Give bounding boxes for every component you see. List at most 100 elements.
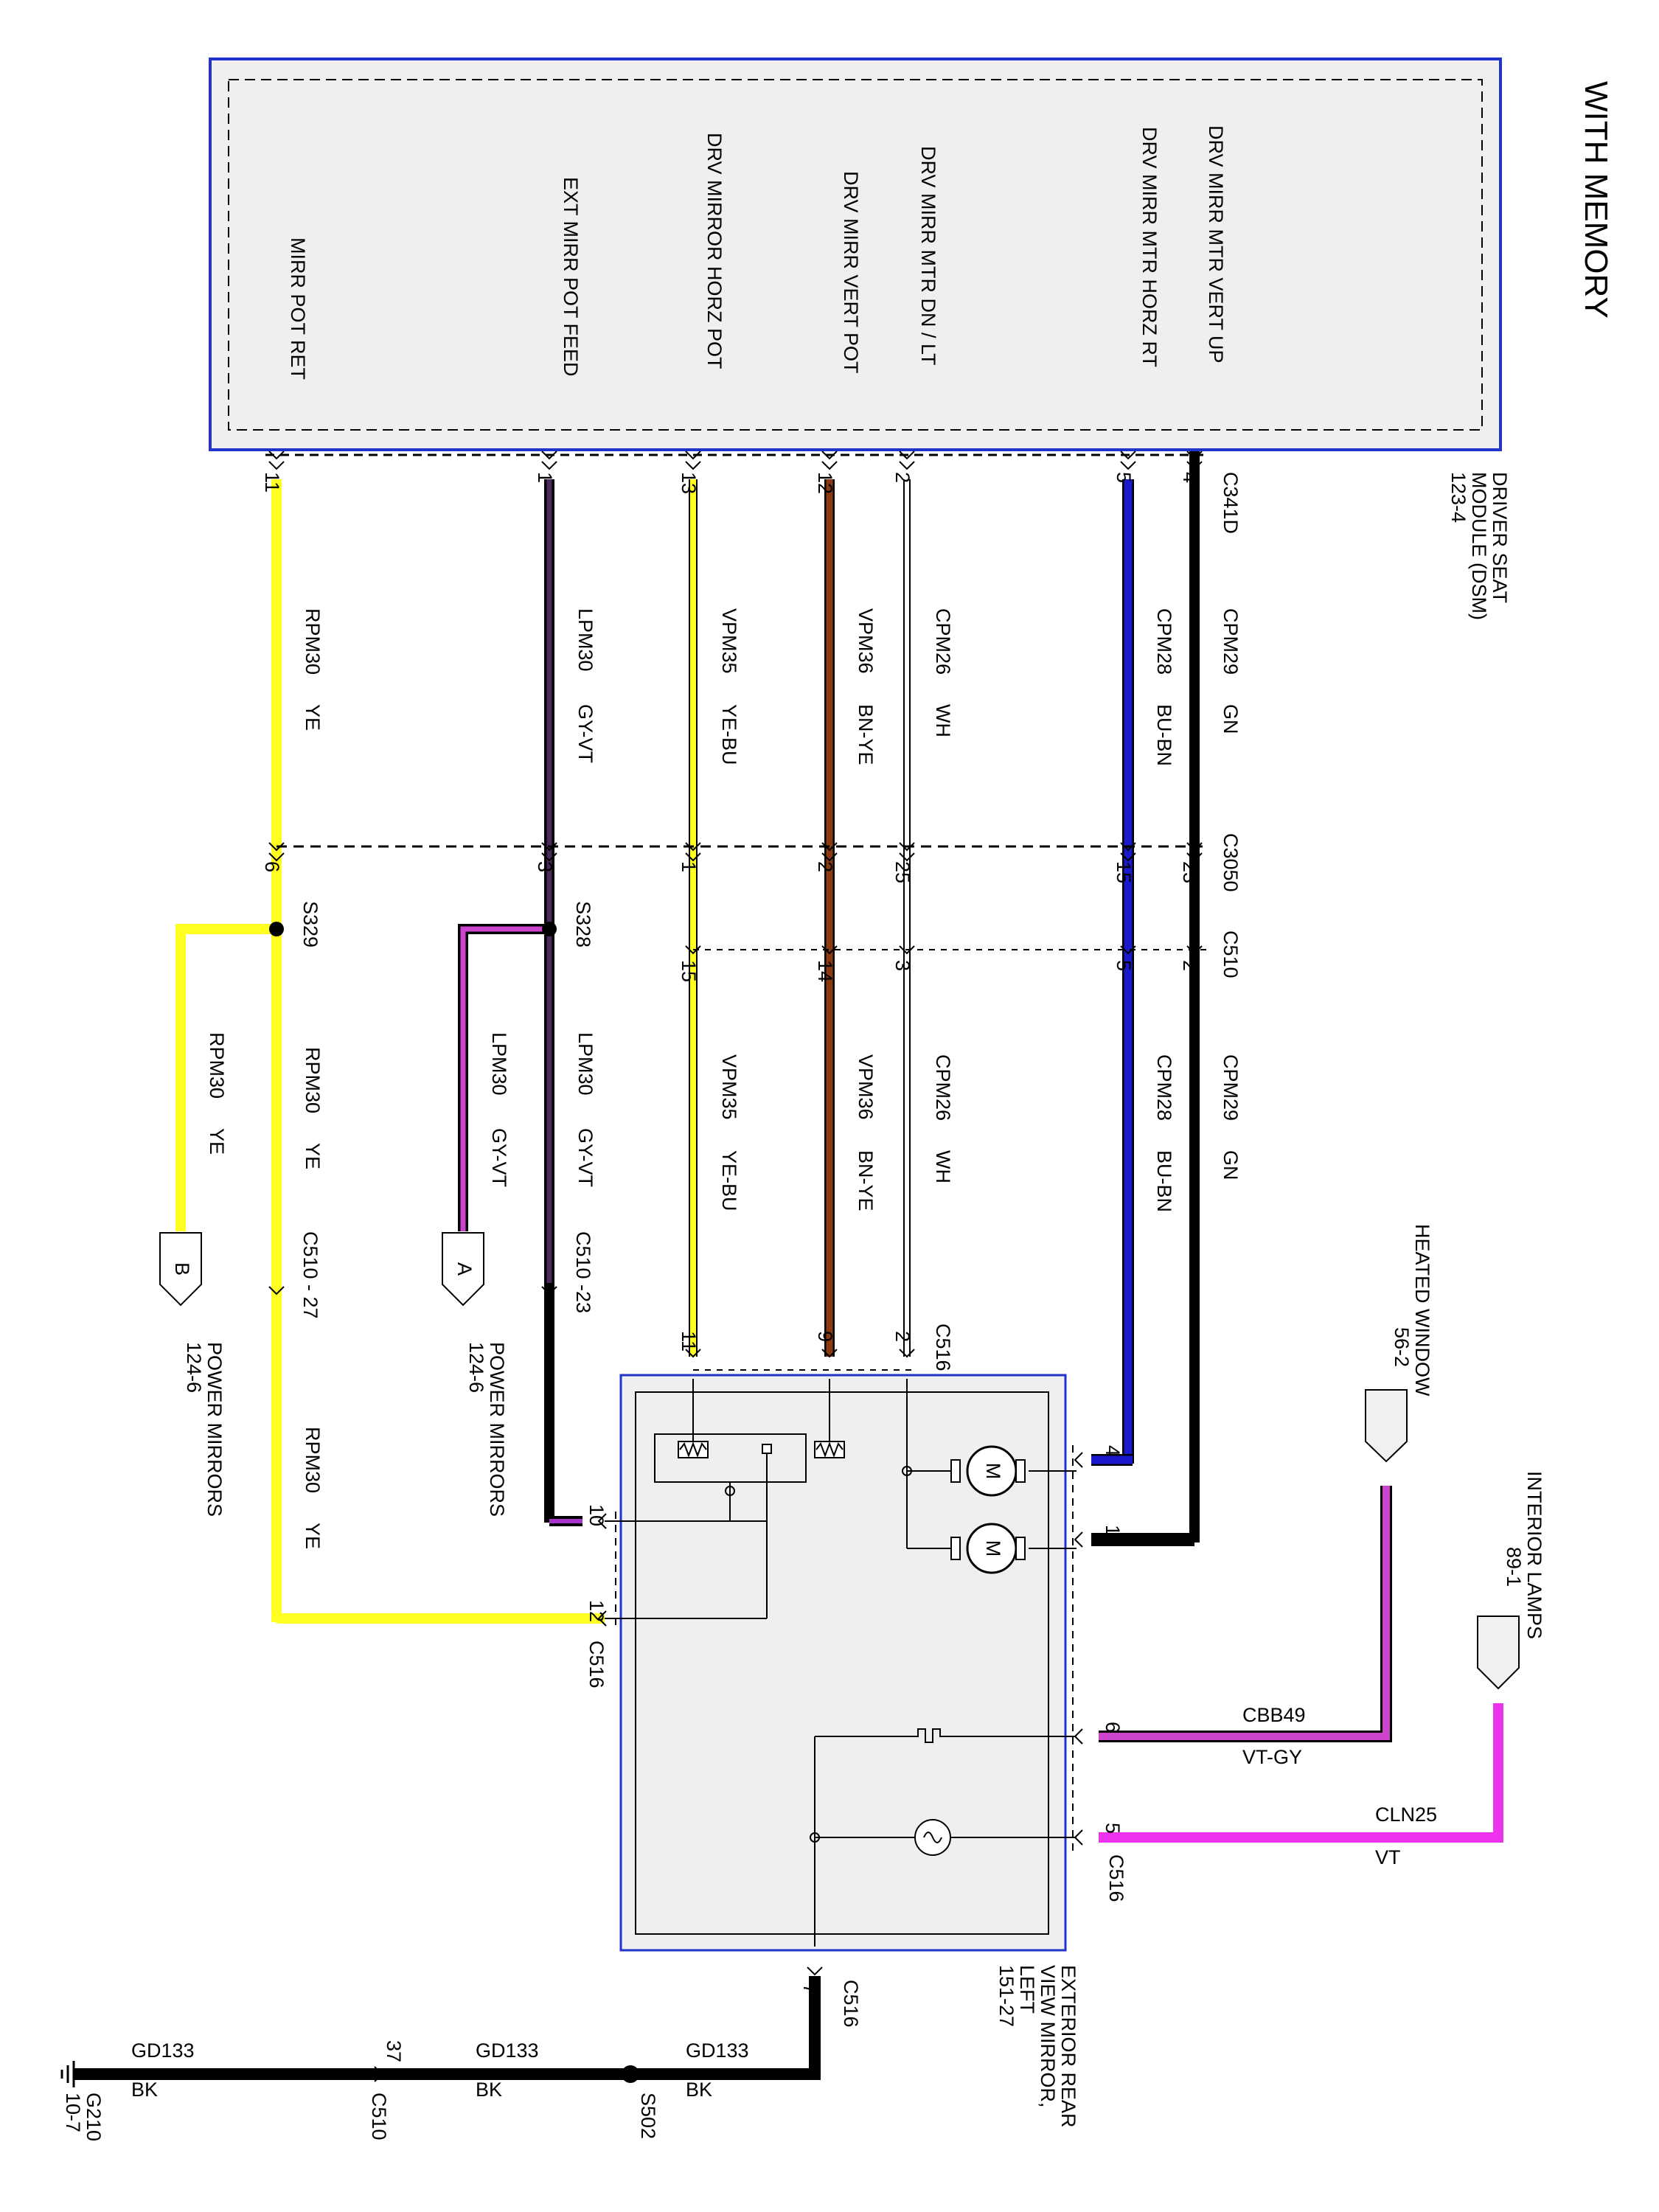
dsm-label-1: DRIVER SEAT (1489, 472, 1511, 603)
splice-s329-label: S329 (299, 901, 321, 947)
power-mirrors-ref-a: POWER MIRRORS (486, 1342, 508, 1517)
dsm-label-3: 123-4 (1447, 472, 1470, 523)
dsm-connector: C341D (1220, 472, 1242, 534)
ref-tag-a-label: A (453, 1262, 476, 1276)
c510-label: C510 - 27 (299, 1231, 321, 1319)
wire-color: GY-VT (574, 704, 597, 763)
wire-color: BN-YE (855, 704, 877, 765)
c516-pin: 4 (1102, 1445, 1124, 1456)
connector-c3050: C3050 (1220, 833, 1242, 892)
ground-icon (60, 2061, 75, 2087)
dsm-pin-number: 4 (1179, 472, 1201, 483)
wires (74, 428, 1503, 2080)
c516-pin: 2 (891, 1331, 914, 1342)
wire-color: YE-BU (718, 704, 740, 765)
ground-c510: C510 (368, 2093, 390, 2140)
interior-lamps-label: INTERIOR LAMPS (1523, 1471, 1545, 1639)
c510-label: C510 -23 (572, 1231, 594, 1313)
c510-pin: 2 (1179, 960, 1201, 971)
connector-lines (276, 845, 1209, 1854)
wire-circuit: CPM28 (1153, 608, 1175, 675)
heated-window-ref: 56-2 (1391, 1327, 1413, 1367)
dsm-pin-number: 1 (534, 472, 556, 483)
c3050-pin: 2 (814, 861, 836, 872)
c510-pin: 15 (678, 960, 700, 982)
ground-c516: C516 (840, 1980, 862, 2028)
wire-color: YE (302, 704, 324, 731)
mirror-label-3: LEFT (1016, 1965, 1038, 2014)
power-mirrors-ref-a-page: 124-6 (465, 1342, 487, 1393)
wire-circuit: RPM30 (206, 1032, 228, 1099)
ground-c510-pin: 37 (383, 2040, 405, 2062)
dsm-pin-number: 2 (891, 472, 914, 483)
wire-circuit: VPM36 (855, 608, 877, 674)
c516-pin: 6 (1102, 1722, 1124, 1733)
wire-circuit: RPM30 (302, 1047, 324, 1113)
splice-s502-dot (622, 2065, 639, 2083)
gd133-circuit: GD133 (686, 2039, 749, 2062)
interior-lamps-ref: 89-1 (1503, 1547, 1525, 1587)
cbb49-circuit: CBB49 (1242, 1704, 1306, 1726)
c3050-pin: 23 (1179, 861, 1201, 883)
c516-pin: 1 (1102, 1525, 1124, 1536)
dsm-pin-name: MIRR POT RET (287, 237, 309, 380)
wire-circuit: CPM26 (932, 1054, 954, 1121)
c3050-pin: 25 (891, 861, 914, 883)
cln25-circuit: CLN25 (1375, 1804, 1437, 1826)
wire-color: GN (1220, 704, 1242, 734)
wire-color: GN (1220, 1150, 1242, 1180)
wire-color: GY-VT (574, 1128, 597, 1187)
connector-c516: C516 (1105, 1854, 1127, 1902)
mirror-label-2: VIEW MIRROR, (1037, 1965, 1059, 2108)
wire-color: GY-VT (488, 1128, 510, 1187)
c516-pin: 9 (814, 1331, 836, 1342)
dsm-pin-number: 11 (261, 472, 283, 493)
splice-s328-dot (542, 922, 557, 936)
c510-pin: 3 (891, 960, 914, 971)
wire-color: YE (206, 1128, 228, 1155)
wire-color: BU-BN (1153, 704, 1175, 766)
mirror-label-4: 151-27 (995, 1965, 1018, 2027)
wire-color: YE-BU (718, 1150, 740, 1211)
ground-ref: 10-7 (62, 2093, 84, 2132)
mirror-label-1: EXTERIOR REAR (1057, 1965, 1079, 2128)
connector-c510: C510 (1220, 931, 1242, 978)
dsm-label-2: MODULE (DSM) (1468, 472, 1490, 620)
wire-circuit: CPM28 (1153, 1054, 1175, 1121)
dsm-pin-name: EXT MIRR POT FEED (560, 177, 582, 377)
wire-color: WH (932, 704, 954, 737)
c516-pin: 10 (585, 1504, 608, 1526)
wire-circuit: CPM29 (1220, 608, 1242, 675)
ground-id: G210 (83, 2093, 105, 2141)
interior-lamps-tag (1477, 1615, 1520, 1690)
motor-glyph: M (982, 1540, 1004, 1557)
exterior-mirror-box (605, 1374, 1077, 1952)
wire-circuit: RPM30 (302, 608, 324, 675)
wire-circuit: LPM30 (574, 1032, 597, 1096)
cbb49-color: VT-GY (1242, 1746, 1302, 1768)
dsm-pin-name: DRV MIRR MTR VERT UP (1205, 125, 1227, 364)
heated-window-label: HEATED WINDOW (1411, 1224, 1433, 1397)
ref-tag-b-label: B (171, 1262, 193, 1276)
gd133-circuit: GD133 (476, 2039, 539, 2062)
dsm-pin-name: DRV MIRR VERT POT (840, 171, 862, 374)
labels: WITH MEMORY DRIVER SEAT MODULE (DSM) 123… (62, 81, 1614, 2141)
gd133-color: BK (686, 2079, 712, 2101)
wire-circuit: CPM29 (1220, 1054, 1242, 1121)
gd133-color: BK (476, 2079, 502, 2101)
wire-circuit: LPM30 (488, 1032, 510, 1096)
power-mirrors-ref-b-page: 124-6 (183, 1342, 205, 1393)
c3050-pin: 15 (1113, 861, 1135, 883)
wire-color: BN-YE (855, 1150, 877, 1211)
connector-c516: C516 (932, 1324, 954, 1371)
page-title: WITH MEMORY (1578, 81, 1614, 319)
c510-pin: 14 (814, 960, 836, 982)
c3050-pin: 6 (261, 861, 283, 872)
dsm-pin-number: 13 (678, 472, 700, 494)
gd133-circuit: GD133 (131, 2039, 195, 2062)
wire-color: YE (302, 1523, 324, 1549)
ref-tag-a: A (442, 1232, 484, 1307)
dsm-pin-name: DRV MIRR MTR HORZ RT (1138, 127, 1161, 367)
wire-circuit: VPM35 (718, 608, 740, 674)
wire-circuit: VPM35 (718, 1054, 740, 1120)
